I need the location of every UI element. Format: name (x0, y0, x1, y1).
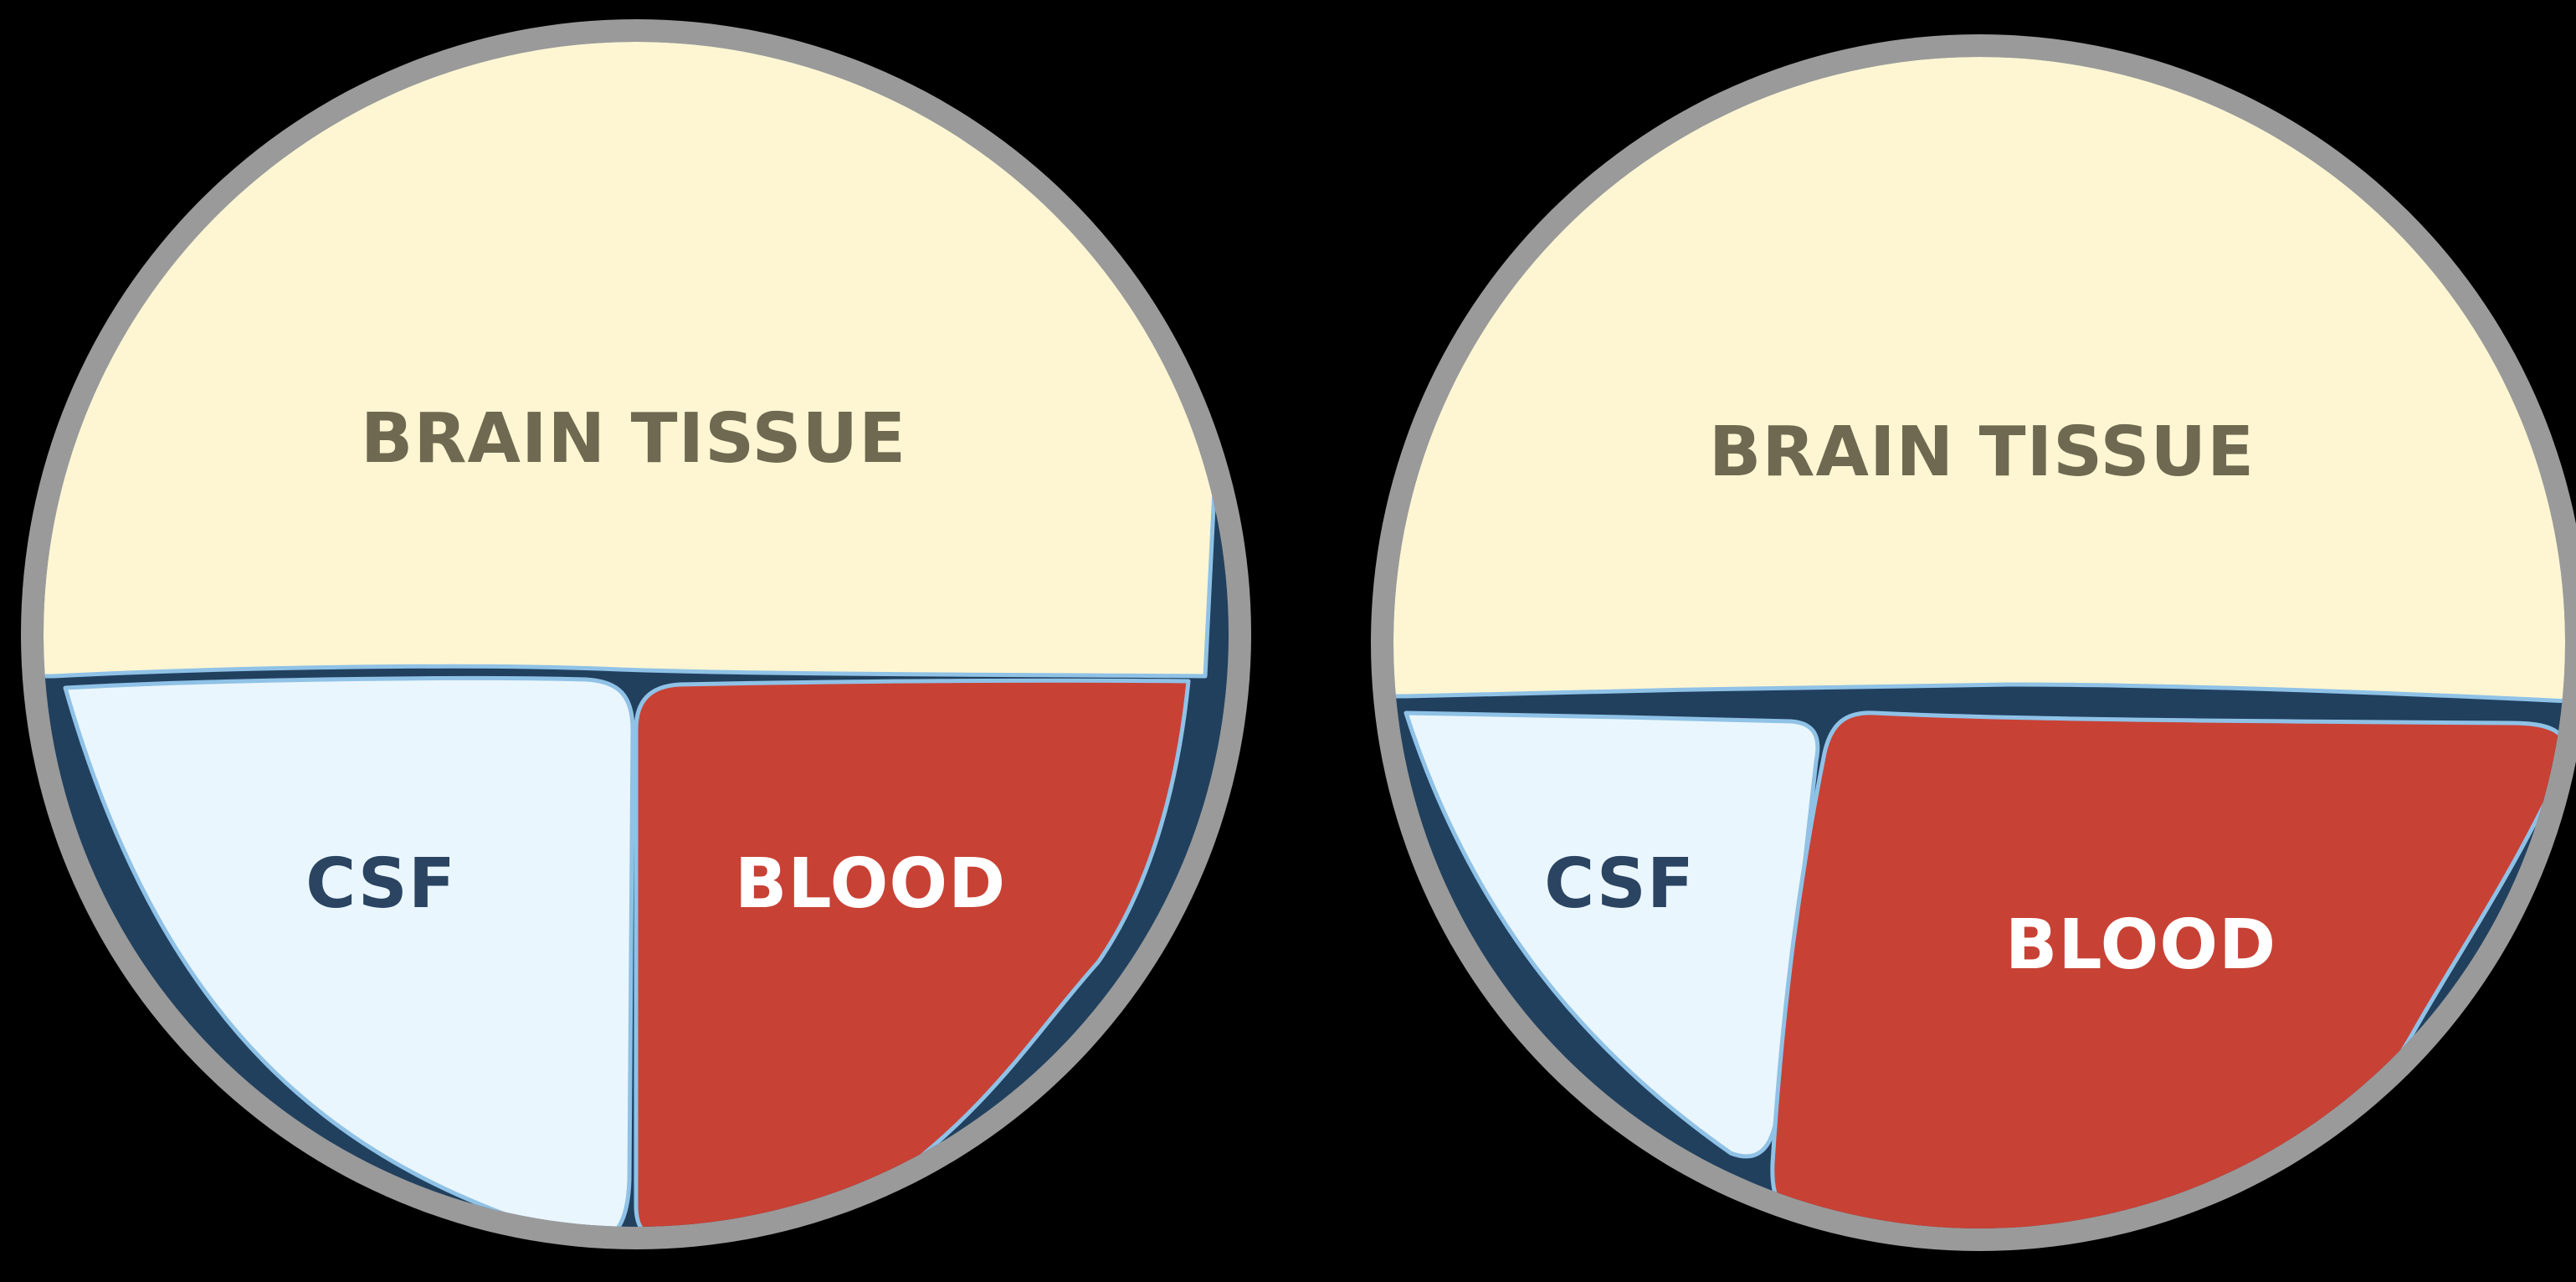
brain-tissue-region-right (1389, 0, 2576, 701)
skull-panel-left: BRAIN TISSUE CSF BLOOD (0, 0, 1251, 1249)
brain-tissue-label-right: BRAIN TISSUE (1709, 413, 2255, 492)
blood-label-left: BLOOD (735, 844, 1006, 924)
skull-panel-right: BRAIN TISSUE CSF BLOOD (1371, 0, 2576, 1251)
blood-label-right: BLOOD (2005, 905, 2276, 985)
brain-tissue-label-left: BRAIN TISSUE (361, 399, 906, 479)
csf-label-right: CSF (1544, 844, 1695, 924)
csf-label-left: CSF (305, 844, 456, 924)
brain-tissue-region-left (0, 0, 1239, 676)
